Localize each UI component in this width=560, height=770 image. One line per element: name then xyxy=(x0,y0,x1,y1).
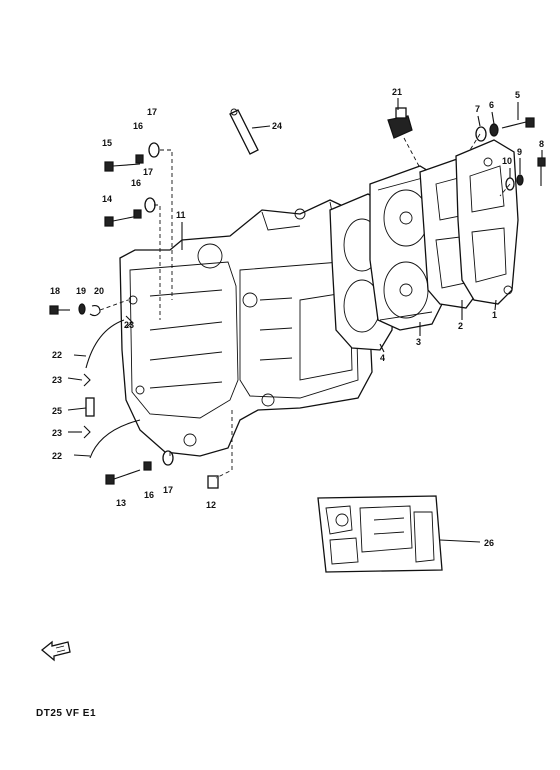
bolt-8-part xyxy=(537,157,546,186)
crankcase-part xyxy=(119,199,373,457)
bolt-18-part xyxy=(49,305,70,315)
callout-15: 15 xyxy=(102,138,112,148)
assembly-lines xyxy=(99,133,511,479)
callout-16-middle: 16 xyxy=(131,178,141,188)
washer-17a-part xyxy=(148,142,160,158)
callout-5: 5 xyxy=(515,90,520,100)
callout-25: 25 xyxy=(52,406,62,416)
bolt-5-part xyxy=(501,117,535,129)
direction-arrow-icon xyxy=(40,640,71,662)
clamp-23b-part xyxy=(83,425,91,439)
callout-13: 13 xyxy=(116,498,126,508)
callout-17-lower: 17 xyxy=(163,485,173,495)
sensor-21-part xyxy=(387,107,413,139)
washer-6-part xyxy=(489,123,499,137)
callout-9: 9 xyxy=(517,147,522,157)
callout-20: 20 xyxy=(94,286,104,296)
callout-23-middle: 23 xyxy=(52,375,62,385)
callout-7: 7 xyxy=(475,104,480,114)
washer-16b-part xyxy=(133,209,142,219)
callout-22-lower: 22 xyxy=(52,451,62,461)
callout-24: 24 xyxy=(272,121,282,131)
washer-17b-part xyxy=(144,197,156,213)
gasket-set-part xyxy=(317,495,443,573)
hose-22-lower-part xyxy=(89,419,141,459)
callout-1: 1 xyxy=(492,310,497,320)
bolt-13-part xyxy=(105,469,141,485)
nut-12-part xyxy=(207,475,219,489)
callout-10: 10 xyxy=(502,156,512,166)
bolt-14-part xyxy=(104,215,139,227)
callout-26: 26 xyxy=(484,538,494,548)
head-cover-part xyxy=(455,139,519,305)
callout-12: 12 xyxy=(206,500,216,510)
clamp-23a-part xyxy=(83,373,91,387)
callout-16-upper: 16 xyxy=(133,121,143,131)
washer-16c-part xyxy=(143,461,152,471)
callout-2: 2 xyxy=(458,321,463,331)
callout-3: 3 xyxy=(416,337,421,347)
callout-23-top: 23 xyxy=(124,320,134,330)
screw-24-part xyxy=(229,108,259,155)
callout-4: 4 xyxy=(380,353,385,363)
callout-21: 21 xyxy=(392,87,402,97)
callout-6: 6 xyxy=(489,100,494,110)
washer-17c-part xyxy=(162,450,174,466)
callout-16-lower: 16 xyxy=(144,490,154,500)
washer-7-part xyxy=(475,126,487,142)
callout-11: 11 xyxy=(176,210,186,220)
callout-23-lower: 23 xyxy=(52,428,62,438)
washer-9-part xyxy=(516,174,524,186)
clamp-23c-part xyxy=(125,315,133,329)
callout-14: 14 xyxy=(102,194,112,204)
callout-18: 18 xyxy=(50,286,60,296)
bolt-15-part xyxy=(104,161,141,172)
washer-16a-part xyxy=(135,154,144,164)
callout-8: 8 xyxy=(539,139,544,149)
hose-22-upper-part xyxy=(85,319,125,369)
callout-17-upper: 17 xyxy=(147,107,157,117)
callout-17-middle: 17 xyxy=(143,167,153,177)
fitting-25-part xyxy=(85,397,95,417)
callout-22-upper: 22 xyxy=(52,350,62,360)
washer-19-part xyxy=(78,303,86,315)
model-code-label: DT25 VF E1 xyxy=(36,708,96,719)
clip-20-part xyxy=(89,305,101,317)
callout-19: 19 xyxy=(76,286,86,296)
leader-lines xyxy=(67,98,543,543)
